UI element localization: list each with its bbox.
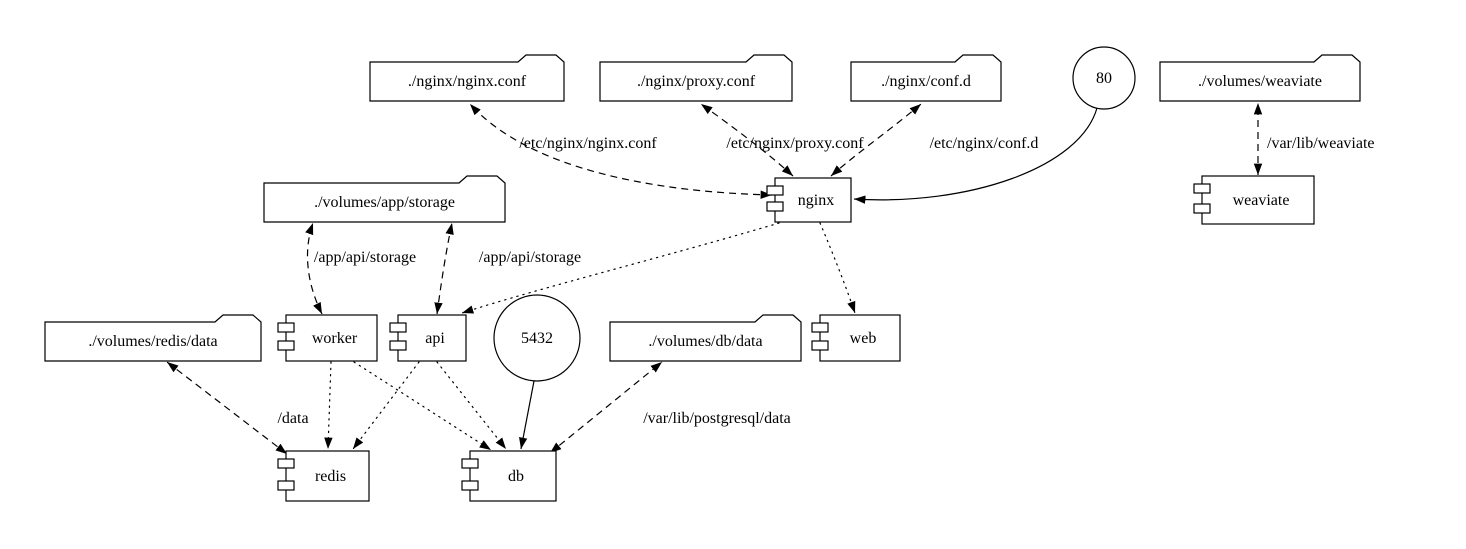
node-label-nginx-conf-file: ./nginx/nginx.conf	[408, 73, 527, 90]
edge-label-db-volume-mount: /var/lib/postgresql/data	[643, 410, 791, 427]
node-label-db-data-volume: ./volumes/db/data	[648, 333, 762, 350]
edge-db-volume-mount	[549, 361, 663, 454]
node-api-service: api	[389, 314, 467, 362]
edge-nginx-depends-web	[819, 222, 856, 314]
edge-api-depends-redis	[352, 361, 420, 450]
node-web-service: web	[811, 314, 901, 362]
node-label-proxy-conf-file: ./nginx/proxy.conf	[637, 73, 756, 90]
node-nginx-conf-file: ./nginx/nginx.conf	[369, 54, 565, 102]
edge-label-nginx-nginxconf-mount: /etc/nginx/nginx.conf	[519, 135, 657, 152]
node-db-data-volume: ./volumes/db/data	[609, 314, 802, 362]
edge-port5432-db	[519, 380, 535, 450]
node-label-redis-service: redis	[315, 468, 346, 485]
node-port-5432: 5432	[493, 294, 581, 382]
edge-label-nginx-proxyconf-mount: /etc/nginx/proxy.conf	[726, 135, 864, 152]
node-redis-data-volume: ./volumes/redis/data	[44, 314, 262, 362]
node-worker-service: worker	[277, 314, 378, 362]
node-label-weaviate-volume: ./volumes/weaviate	[1198, 73, 1322, 90]
edge-label-worker-storage-mount: /app/api/storage	[314, 249, 416, 266]
edge-worker-depends-db	[353, 361, 492, 451]
edge-port80-nginx	[853, 107, 1098, 204]
node-port-80: 80	[1072, 46, 1136, 110]
node-label-port-5432: 5432	[521, 330, 553, 347]
node-db-service: db	[461, 450, 557, 502]
edge-label-nginx-confd-mount: /etc/nginx/conf.d	[930, 135, 1039, 152]
node-app-storage-volume: ./volumes/app/storage	[263, 175, 506, 223]
node-redis-service: redis	[277, 450, 370, 502]
node-label-port-80: 80	[1096, 70, 1112, 87]
edge-label-api-storage-mount: /app/api/storage	[479, 249, 581, 266]
node-proxy-conf-file: ./nginx/proxy.conf	[599, 54, 793, 102]
edge-label-weaviate-volume-mount: /var/lib/weaviate	[1267, 135, 1375, 152]
node-label-nginx-service: nginx	[798, 192, 834, 209]
edge-nginx-nginxconf-mount	[469, 103, 773, 199]
node-label-confd-dir: ./nginx/conf.d	[881, 73, 971, 90]
edge-nginx-depends-api	[461, 222, 780, 314]
edge-worker-depends-redis	[324, 361, 333, 450]
node-label-redis-data-volume: ./volumes/redis/data	[88, 333, 217, 350]
node-nginx-service: nginx	[766, 177, 852, 223]
edge-api-depends-db	[436, 361, 507, 450]
node-label-weaviate-service: weaviate	[1233, 192, 1290, 209]
node-confd-dir: ./nginx/conf.d	[850, 54, 1002, 102]
node-weaviate-service: weaviate	[1193, 175, 1315, 225]
node-label-app-storage-volume: ./volumes/app/storage	[314, 194, 455, 211]
node-label-api-service: api	[425, 330, 445, 347]
node-weaviate-volume: ./volumes/weaviate	[1159, 54, 1361, 102]
edge-redis-volume-mount	[166, 361, 288, 455]
edge-api-storage-mount	[434, 222, 454, 315]
node-label-web-service: web	[850, 330, 877, 347]
edge-label-redis-volume-mount: /data	[277, 410, 308, 427]
edge-worker-storage-mount	[305, 222, 323, 315]
node-label-worker-service: worker	[312, 330, 358, 347]
node-label-db-service: db	[508, 468, 524, 485]
